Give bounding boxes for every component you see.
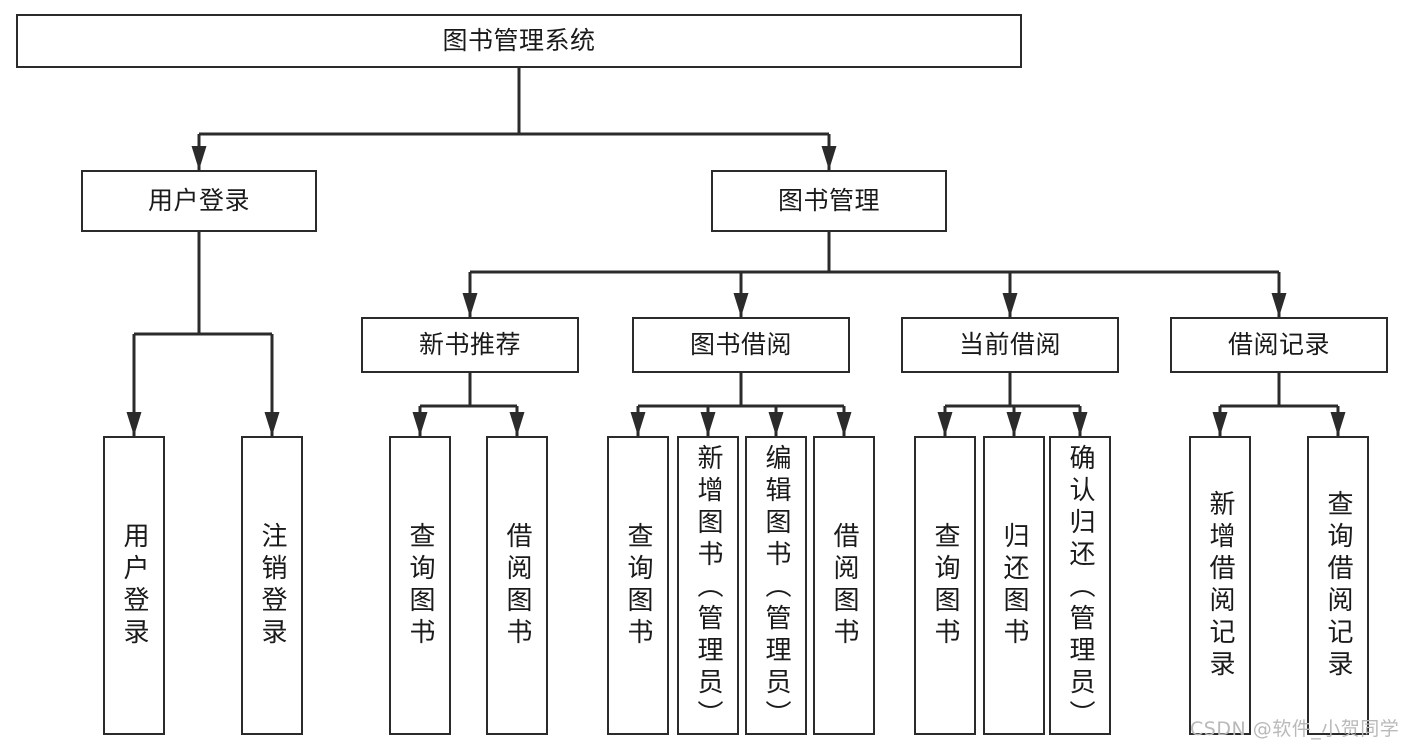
node-leaf-query-book-label: 查询图书: [623, 521, 653, 650]
node-leaf-query-book[interactable]: 查询图书: [607, 436, 669, 735]
borrow-record-to-leaves-arrowhead-0: [1212, 412, 1228, 436]
node-leaf-return-book[interactable]: 归还图书: [983, 436, 1045, 735]
node-new-book-rec[interactable]: 新书推荐: [361, 317, 579, 373]
node-leaf-user-logout-label: 注销登录: [257, 521, 287, 650]
book-borrow-to-leaves-arrowhead-2: [768, 412, 784, 436]
node-current-borrow-label: 当前借阅: [958, 329, 1061, 359]
node-leaf-borrow-book-label: 借阅图书: [829, 521, 859, 650]
node-leaf-add-borrow-record-label: 新增借阅记录: [1205, 489, 1235, 682]
book-manage-to-level3-arrowhead-1: [733, 293, 749, 317]
book-borrow-to-leaves-arrowhead-1: [700, 412, 716, 436]
book-borrow-to-leaves-arrowhead-0: [630, 412, 646, 436]
node-new-book-rec-label: 新书推荐: [418, 329, 521, 359]
node-leaf-add-borrow-record[interactable]: 新增借阅记录: [1189, 436, 1251, 735]
node-book-manage[interactable]: 图书管理: [711, 170, 947, 232]
book-manage-to-level3-arrowhead-3: [1271, 293, 1287, 317]
node-leaf-add-book-label: 新增图书（管理员）: [693, 444, 723, 732]
current-borrow-to-leaves-arrowhead-1: [1006, 412, 1022, 436]
node-leaf-query-book-cur-label: 查询图书: [930, 521, 960, 650]
node-leaf-edit-book-label: 编辑图书（管理员）: [761, 444, 791, 732]
user-login-to-leaves-arrowhead-1: [264, 412, 280, 436]
borrow-record-to-leaves-arrowhead-1: [1330, 412, 1346, 436]
node-root-label: 图书管理系统: [442, 25, 596, 55]
node-borrow-record[interactable]: 借阅记录: [1170, 317, 1388, 373]
current-borrow-to-leaves-arrowhead-2: [1072, 412, 1088, 436]
node-leaf-edit-book[interactable]: 编辑图书（管理员）: [745, 436, 807, 735]
book-manage-to-level3-arrowhead-2: [1002, 293, 1018, 317]
node-leaf-query-borrow-record[interactable]: 查询借阅记录: [1307, 436, 1369, 735]
node-leaf-query-book-rec[interactable]: 查询图书: [389, 436, 451, 735]
node-leaf-add-book[interactable]: 新增图书（管理员）: [677, 436, 739, 735]
node-leaf-confirm-return-label: 确认归还（管理员）: [1065, 444, 1095, 732]
node-leaf-borrow-book[interactable]: 借阅图书: [813, 436, 875, 735]
node-leaf-query-book-rec-label: 查询图书: [405, 521, 435, 650]
node-leaf-borrow-book-rec[interactable]: 借阅图书: [486, 436, 548, 735]
watermark: CSDN @软件_小贺同学: [1190, 718, 1400, 740]
user-login-to-leaves-arrowhead-0: [126, 412, 142, 436]
book-borrow-to-leaves-arrowhead-3: [836, 412, 852, 436]
node-leaf-return-book-label: 归还图书: [999, 521, 1029, 650]
node-book-manage-label: 图书管理: [777, 185, 880, 215]
current-borrow-to-leaves-arrowhead-0: [937, 412, 953, 436]
node-leaf-confirm-return[interactable]: 确认归还（管理员）: [1049, 436, 1111, 735]
node-leaf-borrow-book-rec-label: 借阅图书: [502, 521, 532, 650]
node-leaf-user-login-label: 用户登录: [119, 521, 149, 650]
node-book-borrow[interactable]: 图书借阅: [632, 317, 850, 373]
new-book-rec-to-leaves-arrowhead-0: [412, 412, 428, 436]
node-current-borrow[interactable]: 当前借阅: [901, 317, 1119, 373]
node-leaf-query-book-cur[interactable]: 查询图书: [914, 436, 976, 735]
node-leaf-query-borrow-record-label: 查询借阅记录: [1323, 489, 1353, 682]
node-book-borrow-label: 图书借阅: [689, 329, 792, 359]
book-manage-to-level3-arrowhead-0: [462, 293, 478, 317]
node-leaf-user-login[interactable]: 用户登录: [103, 436, 165, 735]
root-to-level2-arrowhead-0: [191, 146, 207, 170]
node-user-login-label: 用户登录: [147, 185, 250, 215]
node-leaf-user-logout[interactable]: 注销登录: [241, 436, 303, 735]
node-borrow-record-label: 借阅记录: [1227, 329, 1330, 359]
node-user-login[interactable]: 用户登录: [81, 170, 317, 232]
new-book-rec-to-leaves-arrowhead-1: [509, 412, 525, 436]
root-to-level2-arrowhead-1: [821, 146, 837, 170]
node-root[interactable]: 图书管理系统: [16, 14, 1022, 68]
